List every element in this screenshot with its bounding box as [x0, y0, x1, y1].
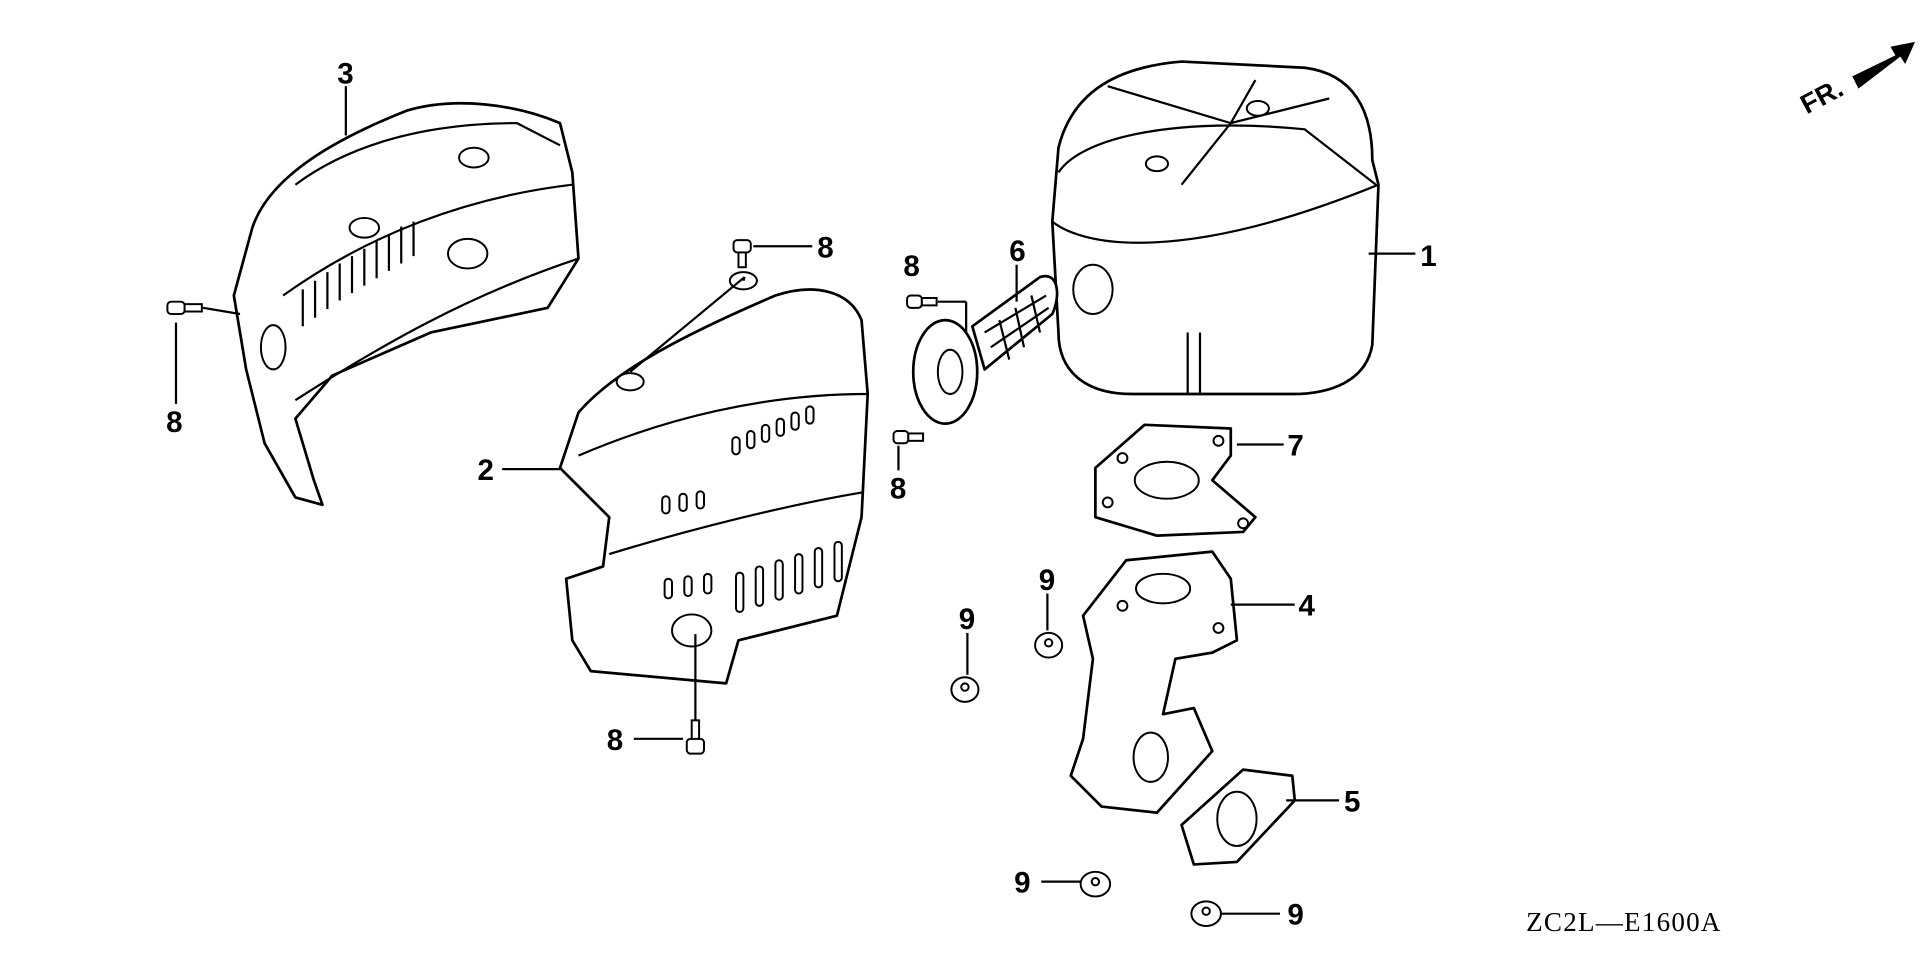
- nut-icon[interactable]: [950, 676, 980, 703]
- callout-8: 8: [903, 250, 919, 283]
- bolt-icon[interactable]: [892, 429, 925, 445]
- callout-8: 8: [166, 406, 182, 439]
- drawing-code: ZC2L—E1600A: [1526, 907, 1722, 937]
- callout-8: 8: [607, 724, 623, 757]
- bolt-icon[interactable]: [906, 294, 938, 309]
- callout-6: 6: [1009, 235, 1025, 268]
- nut-icon[interactable]: [1034, 631, 1064, 659]
- bolt-icon[interactable]: [685, 719, 705, 755]
- callout-7: 7: [1287, 430, 1303, 463]
- callout-4: 4: [1298, 590, 1315, 623]
- part-5-gasket[interactable]: [1180, 768, 1297, 866]
- callout-9: 9: [959, 603, 975, 636]
- callout-1: 1: [1420, 240, 1436, 273]
- part-4-exhaust-pipe[interactable]: [1069, 550, 1239, 815]
- nut-icon[interactable]: [1190, 900, 1222, 927]
- bolt-icon[interactable]: [166, 300, 203, 315]
- front-direction-arrow-icon: FR.: [1795, 41, 1916, 120]
- part-1-muffler[interactable]: [1050, 60, 1380, 396]
- callout-2: 2: [478, 454, 494, 487]
- nut-icon[interactable]: [1079, 870, 1112, 898]
- callout-9: 9: [1014, 867, 1030, 900]
- callout-8: 8: [817, 231, 833, 264]
- front-indicator-label: FR.: [1795, 72, 1848, 120]
- callout-8: 8: [890, 473, 906, 506]
- part-7-gasket[interactable]: [1094, 423, 1257, 537]
- callout-5: 5: [1344, 785, 1360, 818]
- bolt-icon[interactable]: [732, 239, 752, 269]
- callout-9: 9: [1039, 564, 1055, 597]
- part-3-shield[interactable]: [232, 102, 580, 507]
- callout-3: 3: [337, 58, 353, 91]
- part-6-spark-arrester[interactable]: [911, 274, 1059, 425]
- callout-9: 9: [1287, 899, 1303, 932]
- part-2-shield[interactable]: [558, 271, 870, 685]
- leader-lines: [174, 86, 1416, 915]
